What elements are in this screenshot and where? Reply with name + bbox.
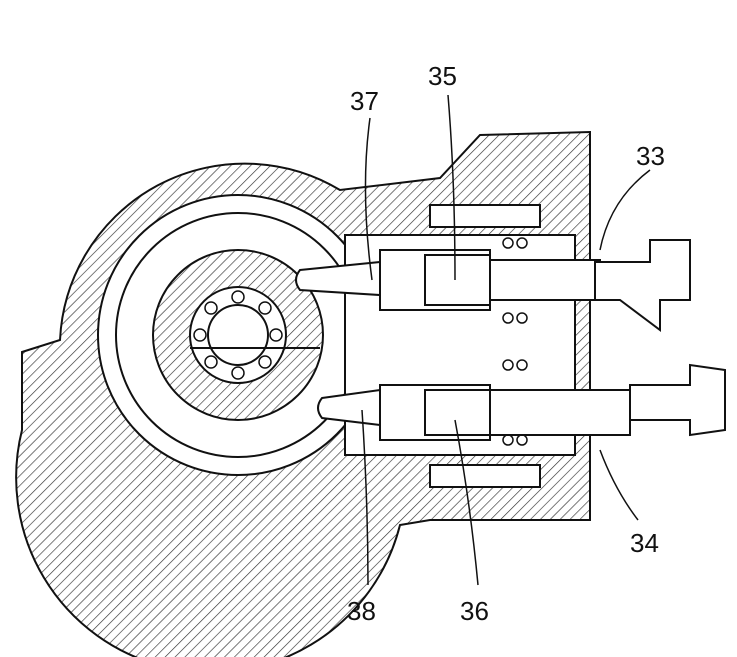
upper-fitting: [594, 239, 691, 332]
piston-37: [295, 260, 381, 297]
leader-lines: [361, 94, 651, 586]
label-35: 35: [428, 61, 457, 91]
label-38: 38: [347, 596, 376, 626]
label-33: 33: [636, 141, 665, 171]
bolt-upper: [429, 204, 541, 228]
lower-fitting: [629, 363, 726, 437]
bearing-balls: [193, 290, 283, 380]
label-37: 37: [350, 86, 379, 116]
label-34: 34: [630, 528, 659, 558]
label-36: 36: [460, 596, 489, 626]
piston-38: [317, 388, 381, 427]
housing-bearings: [502, 237, 528, 446]
bolt-lower: [429, 464, 541, 488]
upper-rod: [489, 259, 601, 301]
lower-rod: [489, 389, 631, 436]
shaft: [207, 304, 269, 366]
